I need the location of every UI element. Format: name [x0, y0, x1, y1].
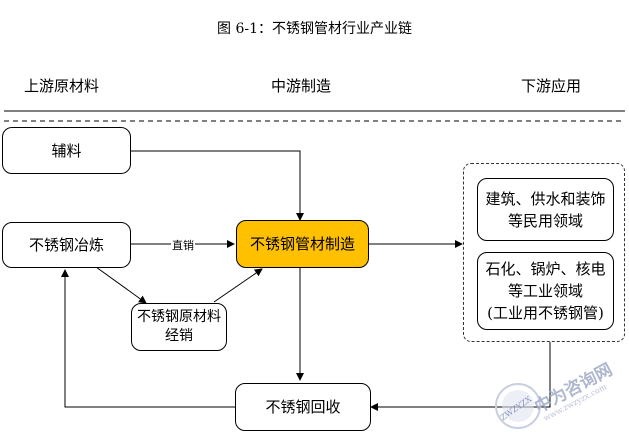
edge-auxiliary-to-manufacturing: [131, 150, 304, 221]
node-manufacturing-label: 不锈钢管材制造: [249, 235, 355, 253]
watermark-logo-icon: [495, 383, 541, 429]
node-industrial-use: 石化、锅炉、核电 等工业领域 (工业用不锈钢管): [477, 252, 614, 330]
node-industrial-use-line3: (工业用不锈钢管): [487, 304, 604, 322]
node-smelting-label: 不锈钢冶炼: [28, 236, 104, 254]
edge-label-direct-sales: 直销: [171, 237, 195, 253]
node-raw-distribution-line2: 经销: [165, 328, 193, 344]
edge-distribution-to-manufacturing: [213, 268, 263, 303]
node-manufacturing: 不锈钢管材制造: [236, 220, 369, 268]
figure-title: 图 6-1：不锈钢管材行业产业链: [217, 21, 412, 37]
column-upstream: 上游原材料: [24, 77, 100, 95]
node-recycling: 不锈钢回收: [235, 383, 371, 431]
node-recycling-label: 不锈钢回收: [265, 398, 341, 416]
downstream-group: [463, 163, 625, 342]
node-civil-use-line2: 等民用领域: [507, 211, 583, 230]
watermark: ZWZYZX 中为咨询网 www.zwzyzx.com: [490, 360, 629, 434]
node-auxiliary-label: 辅料: [51, 141, 82, 160]
column-downstream: 下游应用: [521, 77, 582, 95]
edge-recycling-to-smelting: [61, 269, 235, 408]
node-raw-distribution-line1: 不锈钢原材料: [137, 309, 221, 325]
node-industrial-use-line2: 等工业领域: [507, 282, 583, 300]
edge-smelting-to-distribution: [95, 266, 147, 304]
node-raw-distribution: 不锈钢原材料 经销: [131, 303, 227, 351]
node-industrial-use-line1: 石化、锅炉、核电: [485, 260, 606, 278]
edge-downstream-to-recycling: [370, 342, 551, 411]
node-civil-use: 建筑、供水和装饰 等民用领域: [477, 178, 614, 241]
node-auxiliary: 辅料: [2, 127, 131, 174]
node-civil-use-line1: 建筑、供水和装饰: [485, 189, 606, 208]
column-midstream: 中游制造: [271, 77, 332, 95]
node-smelting: 不锈钢冶炼: [2, 222, 131, 268]
